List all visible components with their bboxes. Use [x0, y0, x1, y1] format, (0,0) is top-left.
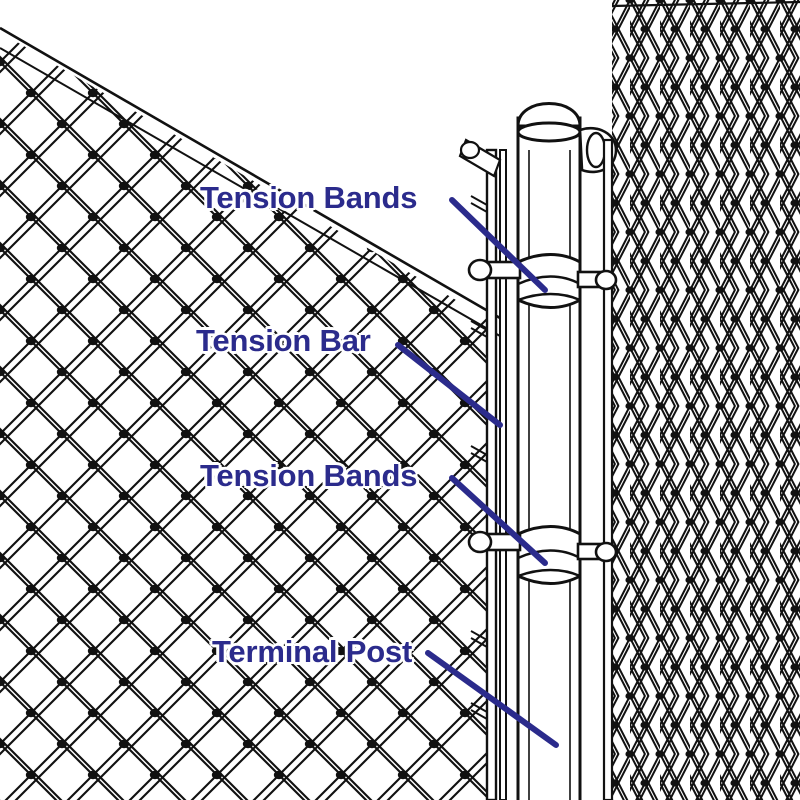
- rail-end-fitting: [578, 127, 618, 800]
- tension-band-upper: [467, 253, 618, 309]
- leader-tension-bands-top: [449, 197, 548, 293]
- callout-leaders: [395, 197, 559, 748]
- post-cap: [516, 102, 582, 143]
- callout-label-terminal-post: Terminal Post: [212, 634, 413, 669]
- top-rail-left: [0, 26, 501, 337]
- leader-tension-bar: [395, 342, 503, 428]
- leader-tension-bands-mid: [449, 475, 548, 566]
- top-rail-right: [611, 0, 800, 8]
- callout-label-tension-bands-mid: Tension Bands: [200, 458, 418, 493]
- tension-bar: [470, 148, 507, 800]
- leader-terminal-post: [425, 650, 559, 748]
- terminal-post: [516, 102, 582, 800]
- rail-end-left: [458, 138, 502, 178]
- callout-label-tension-bands-top: Tension Bands: [200, 180, 418, 215]
- callout-label-tension-bar: Tension Bar: [196, 323, 371, 358]
- mesh-right-panel: [612, 0, 800, 800]
